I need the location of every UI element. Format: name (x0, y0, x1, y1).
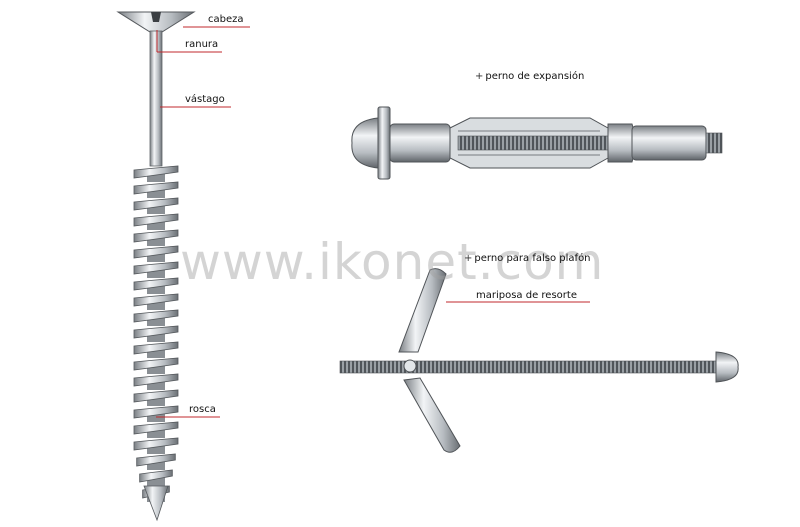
screw-thread (133, 421, 179, 435)
title-toggle-bolt: +perno para falso plafón (464, 253, 591, 265)
screw-core (147, 172, 165, 182)
toggle-bolt (339, 268, 739, 453)
label-cabeza: cabeza (208, 14, 244, 25)
label-ranura: ranura (185, 39, 219, 50)
toggle-head (715, 351, 739, 383)
screw-thread (133, 277, 179, 291)
bolt-head (351, 117, 379, 169)
bolt-sleeve (607, 123, 636, 163)
screw-core (147, 252, 165, 262)
screw-thread (133, 341, 179, 355)
screw-thread (133, 229, 179, 243)
title-toggle-text: perno para falso plafón (474, 253, 591, 264)
screw-thread (133, 165, 179, 179)
screw-core (147, 348, 165, 358)
screw-core (147, 316, 165, 326)
screw-thread (133, 181, 179, 195)
label-rosca: rosca (189, 404, 216, 415)
screw-core (147, 220, 165, 230)
title-expansion-bolt: +perno de expansión (475, 71, 584, 83)
screw-thread (133, 373, 179, 387)
screw-core (147, 188, 165, 198)
screw-core (147, 284, 165, 294)
plus-sign: + (475, 71, 484, 82)
screw-core (147, 460, 165, 470)
bolt-flange (377, 106, 391, 180)
toggle-pivot (403, 359, 417, 373)
screw-core (147, 364, 165, 374)
screw-tip (143, 485, 169, 522)
screw-core (147, 444, 165, 454)
toggle-wing-lower (403, 377, 461, 453)
screw-thread (133, 245, 179, 259)
screw-core (147, 268, 165, 278)
screw-core (147, 396, 165, 406)
screw-thread (133, 213, 179, 227)
screw-thread (133, 197, 179, 211)
bolt-inner-rod (457, 135, 609, 151)
toggle-rod (339, 360, 719, 374)
bolt-tail (631, 125, 707, 161)
screw-shank (149, 30, 163, 167)
plus-sign: + (464, 253, 473, 264)
title-expansion-text: perno de expansión (485, 71, 585, 82)
screw-thread (136, 453, 176, 467)
screw-core (147, 236, 165, 246)
screw-core (147, 204, 165, 214)
screw-thread (133, 325, 179, 339)
screw-core (147, 476, 165, 486)
screw-thread (133, 405, 179, 419)
watermark-text: www.ikonet.com (180, 233, 605, 291)
screw-threads (133, 165, 179, 502)
bolt-collar (389, 123, 451, 163)
bolt-thread-tip (705, 132, 723, 154)
toggle-wing-upper (398, 268, 447, 353)
screw-thread (133, 357, 179, 371)
screw-core (147, 380, 165, 390)
screw-thread (133, 293, 179, 307)
label-mariposa: mariposa de resorte (476, 290, 577, 301)
wood-screw (116, 11, 196, 522)
screw-core (147, 428, 165, 438)
screw-thread (133, 309, 179, 323)
screw-thread (133, 261, 179, 275)
screw-core (147, 300, 165, 310)
screw-core (147, 332, 165, 342)
screw-thread (133, 437, 179, 451)
expansion-bolt (351, 106, 723, 180)
screw-thread (139, 469, 173, 483)
screw-thread (133, 389, 179, 403)
screw-slot (151, 12, 161, 22)
label-vastago: vástago (185, 94, 225, 105)
